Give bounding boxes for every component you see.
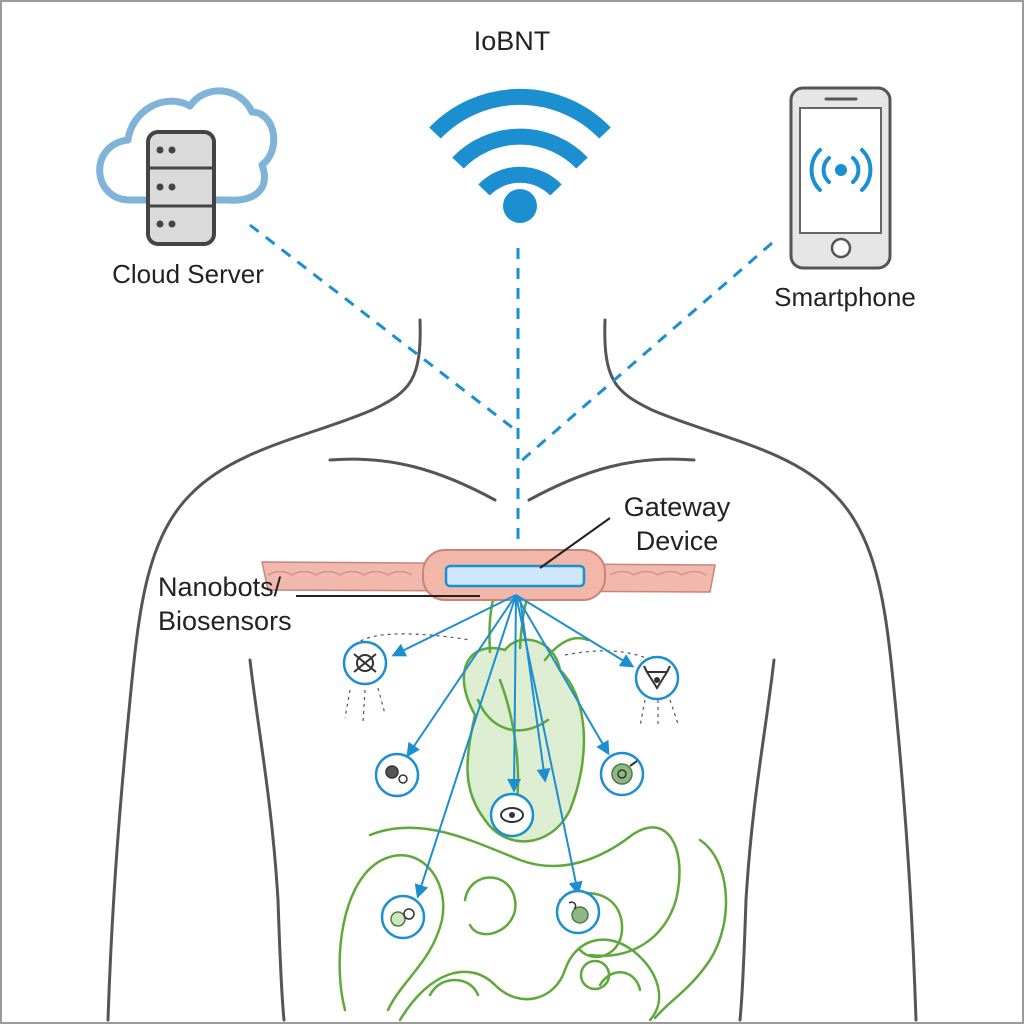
signal-traces [344,633,679,728]
gateway-label-line2: Device [635,526,719,556]
broadcast-icon [809,148,873,192]
gateway-device-label: Gateway Device [592,490,762,558]
smartphone-label: Smartphone [774,282,916,312]
cloud-server-icon [96,87,278,246]
nanobot-icon [342,640,388,686]
diagram-title: IoBNT [473,26,551,56]
heart-icon [462,638,586,843]
smartphone-icon [789,86,892,270]
nanobot-icon [489,792,535,838]
label-leaders [296,517,611,597]
gateway-label-line1: Gateway [623,492,731,522]
nanobots-label: Nanobots/ Biosensors [158,570,358,638]
gateway-device [422,549,606,601]
nano-label-line1: Nanobots/ [158,572,282,602]
organs [338,586,728,1022]
nano-label-line2: Biosensors [158,606,292,636]
nanobot-icon [374,752,420,798]
nanobot-icon [599,751,645,797]
wireless-links [249,223,773,545]
wifi-icon [429,88,611,223]
body-outline [106,318,918,1022]
nanobot-icon [634,655,680,701]
nanobot-icon [555,889,601,935]
cloud-server-label: Cloud Server [112,259,264,289]
stomach-outline [368,826,681,957]
gateway-arrows [391,594,635,899]
nanobot-icon [380,894,426,940]
